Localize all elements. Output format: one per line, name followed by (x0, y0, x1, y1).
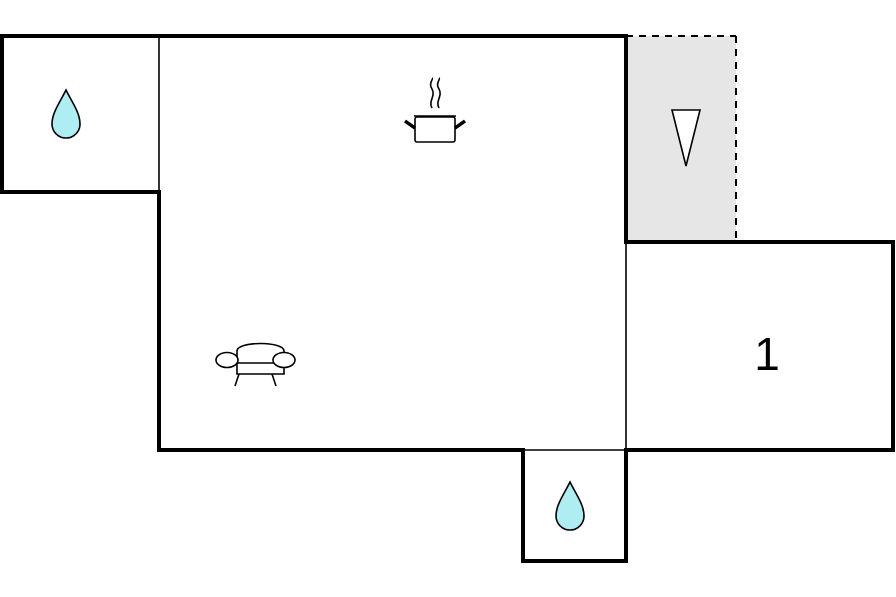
room-number-label: 1 (754, 328, 780, 380)
steam-line-right (436, 77, 441, 109)
outer-wall-main (0, 34, 895, 563)
sofa-icon (215, 342, 296, 387)
sofa-armrest-right (272, 351, 296, 369)
steam-line-left (429, 77, 434, 109)
pot-handle-left (403, 119, 417, 130)
interior-walls (158, 36, 627, 451)
cooking-pot-icon (403, 77, 467, 143)
water-drop-icon (51, 88, 81, 139)
outer-walls (0, 34, 895, 563)
pot-body (414, 116, 456, 143)
water-drop-icon (555, 480, 585, 531)
triangle-marker-icon (670, 109, 702, 167)
pot-handle-right (453, 119, 467, 130)
sofa-armrest-left (215, 351, 239, 369)
sofa-leg-left (234, 373, 240, 387)
sofa-leg-right (271, 373, 277, 387)
